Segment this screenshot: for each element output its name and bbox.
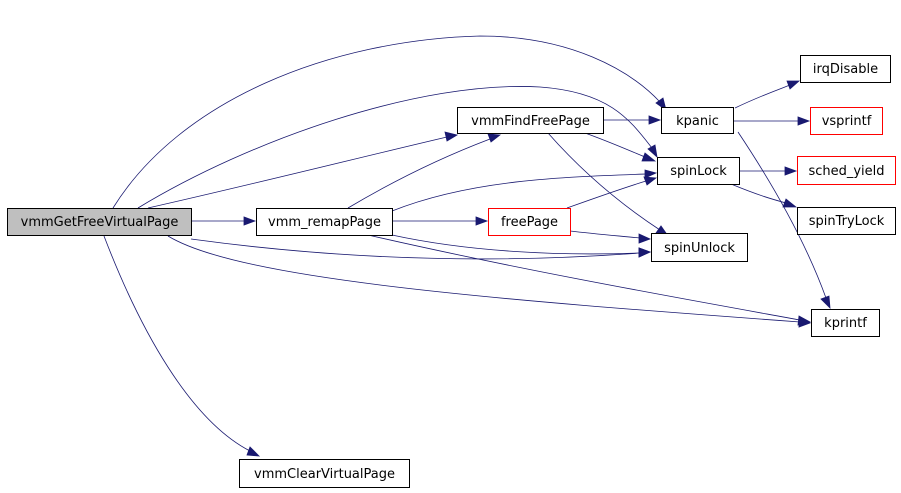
node-spinTryLock[interactable]: spinTryLock bbox=[797, 207, 896, 235]
node-label: vmm_remapPage bbox=[268, 215, 381, 230]
node-box bbox=[457, 107, 604, 134]
node-spinLock[interactable]: spinLock bbox=[657, 157, 740, 185]
edge-spinLock-spinTryLock bbox=[730, 183, 798, 208]
function-nodes: vmmGetFreeVirtualPage vmm_remapPage vmmF… bbox=[7, 55, 896, 488]
node-label: spinUnlock bbox=[664, 241, 735, 256]
node-box bbox=[657, 157, 740, 185]
node-box bbox=[239, 459, 410, 488]
node-box bbox=[811, 309, 880, 337]
node-label: vmmClearVirtualPage bbox=[254, 467, 395, 482]
edge-vmmFindFreePage-kpanic bbox=[603, 115, 662, 125]
node-label: vmmFindFreePage bbox=[471, 114, 590, 129]
edge-freePage-spinUnlock bbox=[569, 230, 652, 244]
node-box bbox=[661, 107, 734, 134]
node-box bbox=[797, 207, 896, 235]
node-label: irqDisable bbox=[813, 62, 878, 77]
edge-kpanic-vsprintf bbox=[733, 116, 811, 126]
node-box bbox=[800, 55, 891, 83]
node-label: sched_yield bbox=[808, 164, 884, 179]
node-vsprintf[interactable]: vsprintf bbox=[810, 107, 883, 135]
edge-vmmGetFreeVirtualPage-vmmFindFreePage bbox=[147, 131, 459, 209]
edge-vmmGetFreeVirtualPage-vmmClearVirtualPage bbox=[103, 235, 261, 457]
node-vmm_remapPage[interactable]: vmm_remapPage bbox=[256, 208, 393, 236]
node-label: kpanic bbox=[676, 114, 719, 129]
node-kpanic[interactable]: kpanic bbox=[661, 107, 734, 134]
edge-vmm_remapPage-spinUnlock bbox=[391, 234, 652, 258]
node-box bbox=[488, 208, 571, 236]
node-label: vmmGetFreeVirtualPage bbox=[21, 215, 179, 230]
edge-vmm_remapPage-spinLock bbox=[391, 169, 658, 212]
node-label: kprintf bbox=[824, 316, 867, 331]
node-vmmFindFreePage[interactable]: vmmFindFreePage bbox=[457, 107, 604, 134]
edge-vmmGetFreeVirtualPage-spinLock bbox=[137, 86, 658, 209]
edge-vmm_remapPage-kprintf bbox=[367, 234, 812, 326]
node-box bbox=[810, 107, 883, 135]
edge-vmmFindFreePage-spinLock bbox=[584, 132, 657, 162]
node-box bbox=[256, 208, 393, 236]
node-sched_yield[interactable]: sched_yield bbox=[797, 156, 896, 185]
node-freePage[interactable]: freePage bbox=[488, 208, 571, 236]
node-label: spinTryLock bbox=[809, 214, 885, 229]
edge-vmm_remapPage-vmmFindFreePage bbox=[347, 133, 502, 209]
edge-vmm_remapPage-freePage bbox=[392, 216, 489, 226]
edge-kpanic-irqDisable bbox=[734, 80, 801, 109]
edge-spinLock-sched_yield bbox=[739, 166, 798, 176]
node-spinUnlock[interactable]: spinUnlock bbox=[651, 233, 748, 262]
edge-vmmGetFreeVirtualPage-vmm_remapPage bbox=[191, 216, 257, 226]
node-label: vsprintf bbox=[822, 114, 872, 129]
edge-freePage-spinLock bbox=[566, 176, 658, 209]
node-label: freePage bbox=[501, 215, 558, 230]
node-box bbox=[797, 156, 896, 185]
node-box bbox=[7, 208, 192, 236]
node-vmmClearVirtualPage[interactable]: vmmClearVirtualPage bbox=[239, 459, 410, 488]
node-box bbox=[651, 233, 748, 262]
edge-vmmGetFreeVirtualPage-spinUnlock bbox=[190, 238, 652, 260]
node-irqDisable[interactable]: irqDisable bbox=[800, 55, 891, 83]
edge-kpanic-kprintf bbox=[737, 131, 831, 310]
node-vmmGetFreeVirtualPage[interactable]: vmmGetFreeVirtualPage bbox=[7, 208, 192, 236]
node-kprintf[interactable]: kprintf bbox=[811, 309, 880, 337]
node-label: spinLock bbox=[670, 164, 727, 179]
call-edges bbox=[103, 35, 831, 457]
